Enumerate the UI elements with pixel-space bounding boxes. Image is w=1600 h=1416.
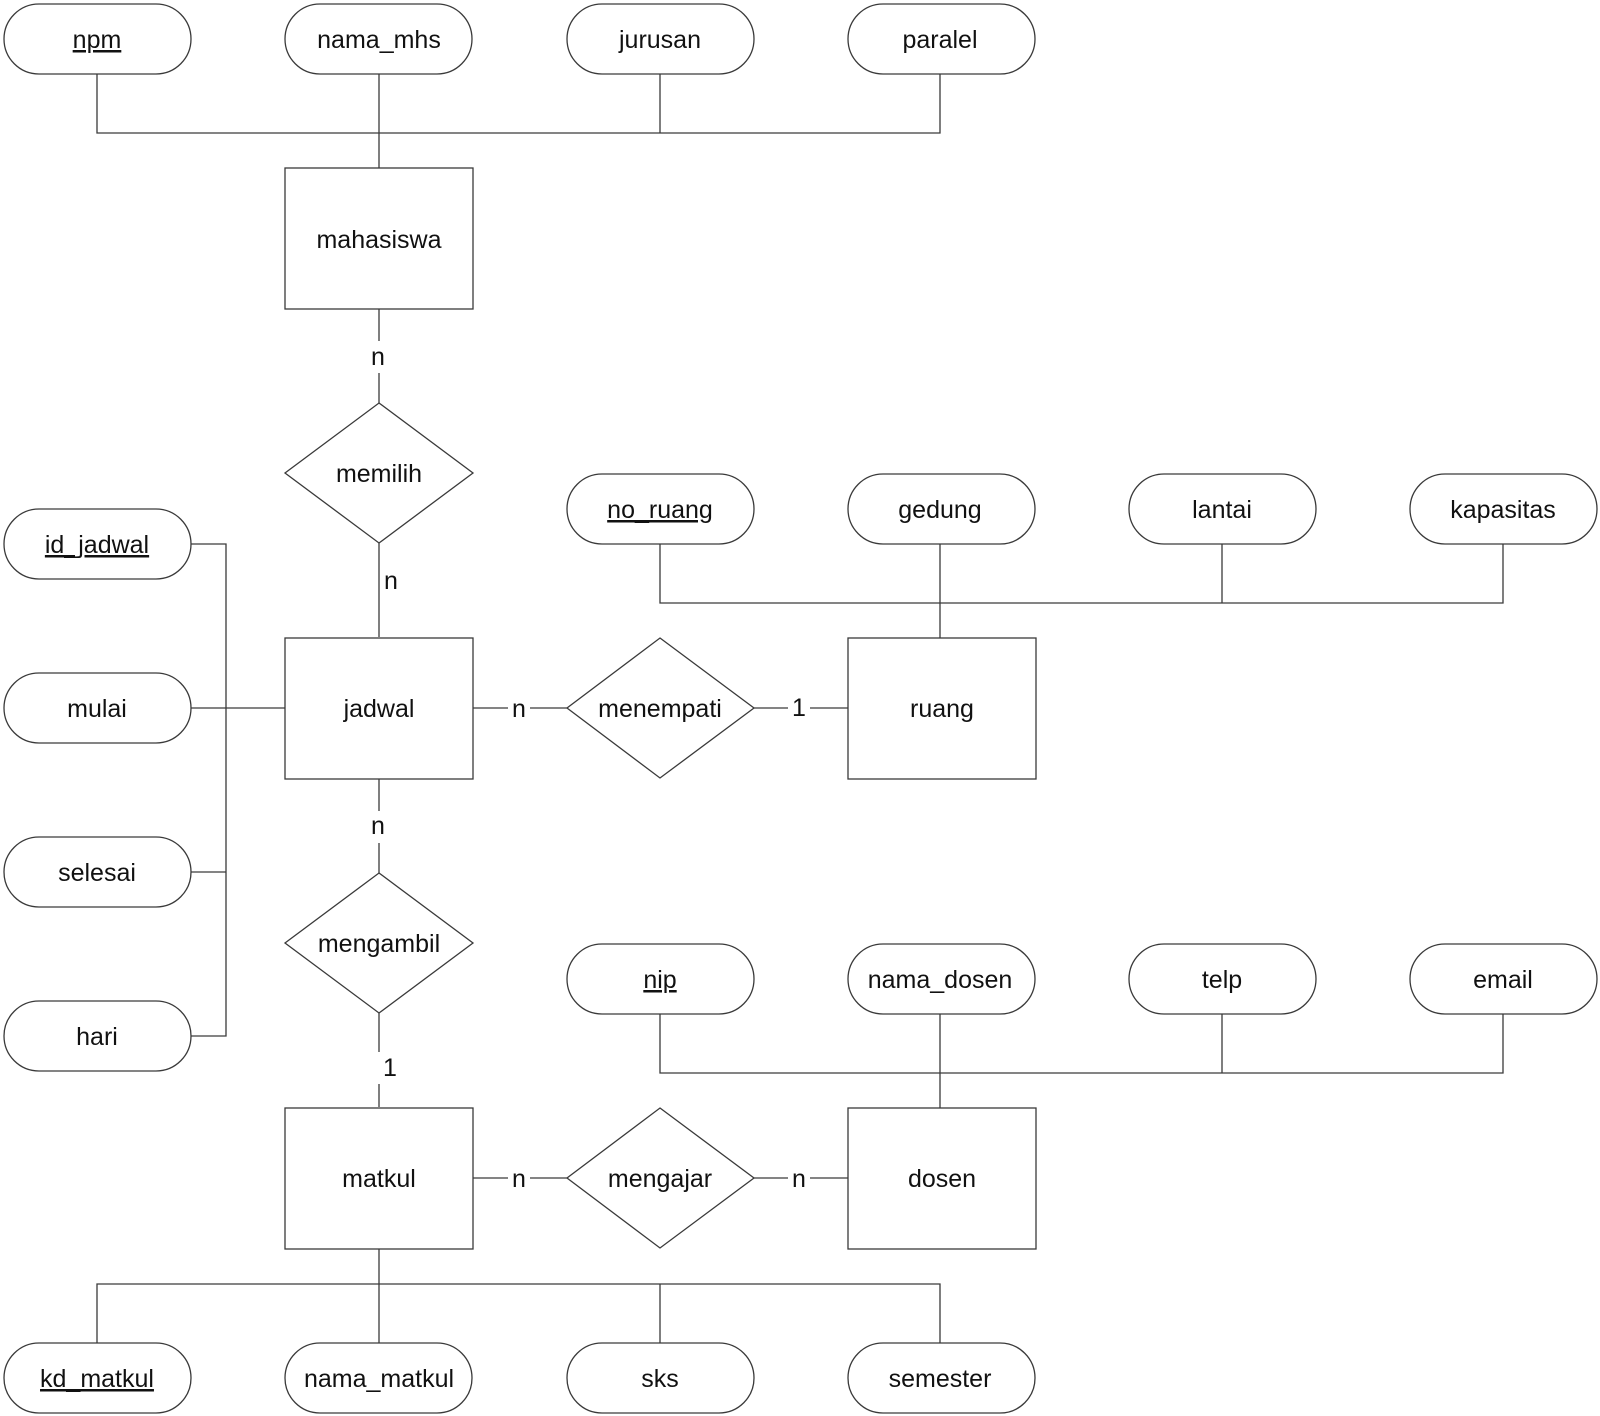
attribute-nama-dosen-label: nama_dosen	[868, 966, 1013, 994]
cardinality-mengambil-matkul: 1	[383, 1054, 397, 1082]
cardinality-jadwal-menempati: n	[512, 695, 526, 723]
attribute-id-jadwal-label: id_jadwal	[45, 531, 149, 559]
attribute-no-ruang: no_ruang	[566, 473, 755, 545]
attribute-nama-matkul-label: nama_matkul	[304, 1365, 454, 1393]
cardinality-matkul-mengajar: n	[512, 1165, 526, 1193]
attribute-kapasitas-label: kapasitas	[1450, 496, 1556, 524]
attribute-selesai-label: selesai	[58, 859, 136, 887]
attribute-no-ruang-label: no_ruang	[607, 496, 713, 524]
connector-lines	[96, 74, 1504, 1343]
entity-matkul: matkul	[284, 1107, 474, 1250]
relationship-mengambil: mengambil	[283, 872, 475, 1014]
attribute-email: email	[1409, 943, 1598, 1015]
attribute-kapasitas: kapasitas	[1409, 473, 1598, 545]
relationship-mengajar-label: mengajar	[608, 1165, 712, 1193]
attribute-kd-matkul: kd_matkul	[3, 1342, 192, 1414]
attribute-selesai: selesai	[3, 836, 192, 908]
attribute-nip: nip	[566, 943, 755, 1015]
attribute-nama-matkul: nama_matkul	[284, 1342, 473, 1414]
attribute-npm: npm	[3, 3, 192, 75]
cardinality-mengajar-dosen: n	[792, 1165, 806, 1193]
attribute-id-jadwal: id_jadwal	[3, 508, 192, 580]
cardinality-jadwal-mengambil: n	[371, 812, 385, 840]
entity-dosen-label: dosen	[908, 1165, 976, 1193]
entity-mahasiswa: mahasiswa	[284, 167, 474, 310]
entity-jadwal: jadwal	[284, 637, 474, 780]
attribute-paralel: paralel	[847, 3, 1036, 75]
attribute-paralel-label: paralel	[902, 26, 977, 54]
entity-mahasiswa-label: mahasiswa	[316, 226, 441, 254]
attribute-lantai-label: lantai	[1192, 496, 1252, 524]
entity-jadwal-label: jadwal	[343, 695, 415, 723]
relationship-mengambil-label: mengambil	[318, 930, 440, 958]
cardinality-menempati-ruang: 1	[792, 694, 806, 722]
attribute-hari-label: hari	[76, 1023, 118, 1051]
attribute-sks-label: sks	[641, 1365, 679, 1393]
attribute-npm-label: npm	[73, 26, 122, 54]
attribute-gedung: gedung	[847, 473, 1036, 545]
entity-ruang: ruang	[847, 637, 1037, 780]
entity-matkul-label: matkul	[342, 1165, 416, 1193]
entity-ruang-label: ruang	[910, 695, 974, 723]
attribute-sks: sks	[566, 1342, 755, 1414]
attribute-semester-label: semester	[889, 1365, 992, 1393]
attribute-nama-mhs-label: nama_mhs	[317, 26, 441, 54]
attribute-telp: telp	[1128, 943, 1317, 1015]
attribute-gedung-label: gedung	[898, 496, 981, 524]
attribute-semester: semester	[847, 1342, 1036, 1414]
attribute-nama-dosen: nama_dosen	[847, 943, 1036, 1015]
attribute-mulai-label: mulai	[67, 695, 127, 723]
cardinality-mahasiswa-memilih: n	[371, 343, 385, 371]
attribute-jurusan: jurusan	[566, 3, 755, 75]
attribute-nama-mhs: nama_mhs	[284, 3, 473, 75]
attribute-hari: hari	[3, 1000, 192, 1072]
attribute-email-label: email	[1473, 966, 1533, 994]
relationship-mengajar: mengajar	[565, 1107, 756, 1249]
attribute-lantai: lantai	[1128, 473, 1317, 545]
relationship-memilih-label: memilih	[336, 460, 422, 488]
relationship-menempati: menempati	[565, 637, 756, 779]
attribute-telp-label: telp	[1202, 966, 1242, 994]
attribute-jurusan-label: jurusan	[618, 26, 701, 54]
cardinality-memilih-jadwal: n	[384, 567, 398, 595]
entity-dosen: dosen	[847, 1107, 1037, 1250]
relationship-memilih: memilih	[283, 402, 475, 544]
attribute-kd-matkul-label: kd_matkul	[40, 1365, 154, 1393]
attribute-mulai: mulai	[3, 672, 192, 744]
cardinality-labels: n n n 1 n 1 n n	[371, 343, 806, 1193]
relationship-menempati-label: menempati	[598, 695, 722, 723]
attribute-nip-label: nip	[643, 966, 676, 994]
